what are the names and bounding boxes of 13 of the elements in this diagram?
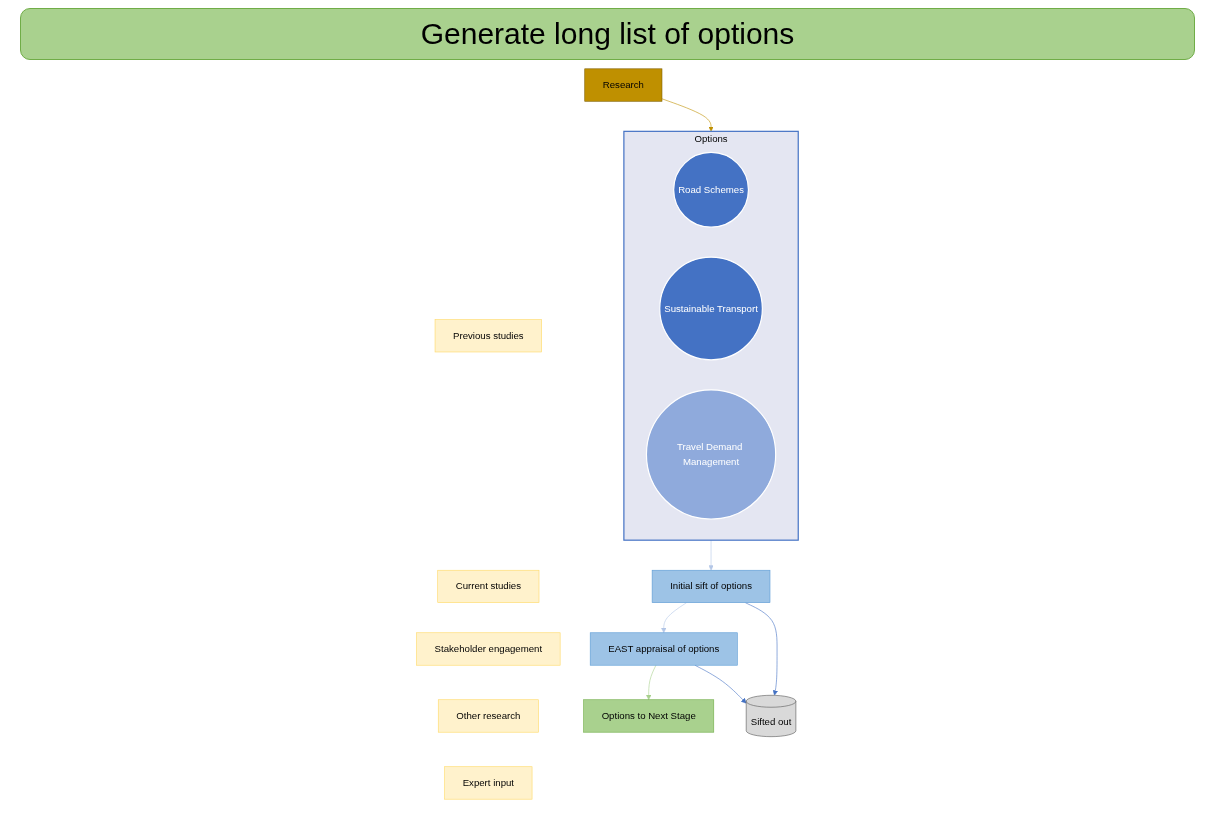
node-box: Initial sift of options — [651, 569, 771, 603]
title-banner: Generate long list of options — [20, 8, 1195, 60]
node-box: Stakeholder engagement — [416, 632, 561, 666]
node-box: Options to Next Stage — [583, 699, 715, 733]
node-circle: Travel Demand Management — [645, 389, 777, 520]
node-box: Expert input — [444, 766, 533, 800]
node-box: Current studies — [437, 569, 540, 603]
node-box: Previous studies — [434, 319, 543, 353]
node-box: EAST appraisal of options — [590, 632, 738, 666]
node-circle: Road Schemes — [673, 151, 750, 228]
node-box: Research — [584, 68, 663, 102]
node-box: Other research — [438, 699, 539, 733]
node-circle: Sustainable Transport — [659, 256, 764, 361]
